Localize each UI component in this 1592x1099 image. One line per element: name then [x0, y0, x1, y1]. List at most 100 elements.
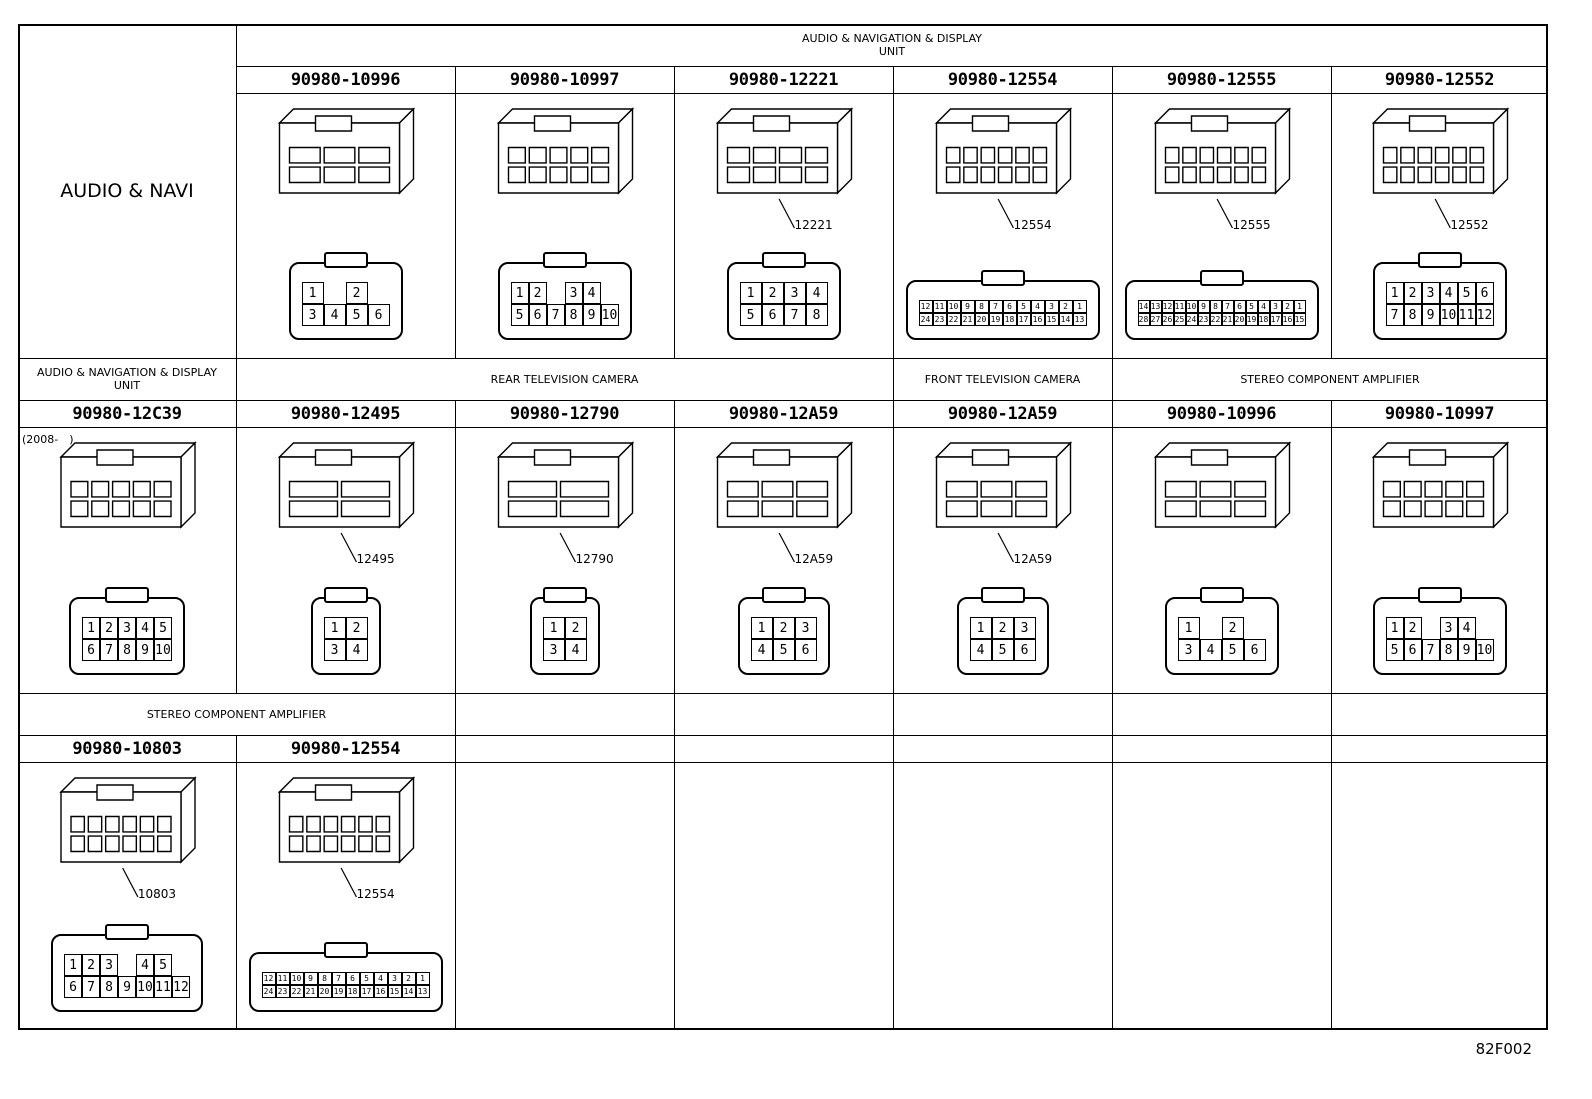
- cavity: [1015, 500, 1048, 518]
- pin: 10: [289, 972, 304, 985]
- ref-label: 12790: [575, 552, 614, 566]
- group-header: [1331, 693, 1548, 735]
- cavity: [591, 146, 610, 164]
- cavity: [1182, 146, 1197, 164]
- cavity: [358, 166, 391, 184]
- pin: 3: [301, 304, 324, 326]
- connector-drawing: [277, 776, 416, 898]
- pinout-latch: [761, 252, 806, 268]
- cavity: [980, 480, 1013, 498]
- cavity: [288, 835, 304, 853]
- cavity: [288, 815, 304, 833]
- cavity: [726, 166, 751, 184]
- ref-pointer: [997, 532, 1014, 563]
- cavity: [288, 146, 321, 164]
- pin: 15: [387, 985, 402, 998]
- pinout-latch: [323, 942, 368, 958]
- connector-drawing: [1153, 441, 1292, 529]
- cavity: [1452, 146, 1467, 164]
- pin: 4: [136, 954, 154, 976]
- pin: 11: [275, 972, 290, 985]
- pin: 4: [1457, 617, 1476, 639]
- part-number: [1112, 735, 1331, 762]
- pin: 1: [415, 972, 430, 985]
- pin: 18: [345, 985, 360, 998]
- cavity: [778, 146, 803, 164]
- part-number: 90980-12C39: [72, 403, 182, 424]
- col-divider: [674, 735, 675, 1030]
- pin: 3: [100, 954, 118, 976]
- cavity: [752, 166, 777, 184]
- cavity: [87, 835, 103, 853]
- cavity: [1434, 146, 1450, 164]
- pinout-latch: [542, 587, 587, 603]
- cavity: [323, 146, 356, 164]
- cavity: [1417, 166, 1433, 184]
- cavity: [156, 835, 172, 853]
- latch: [1408, 115, 1447, 132]
- cavity: [549, 146, 568, 164]
- pin: 8: [1209, 300, 1222, 313]
- pin: 7: [1421, 639, 1440, 661]
- pin: 28: [1137, 313, 1150, 326]
- col-divider: [893, 66, 894, 358]
- group-header: AUDIO & NAVIGATION & DISPLAY UNIT: [801, 32, 983, 58]
- pin: 10: [136, 976, 154, 998]
- cavity: [1382, 146, 1398, 164]
- cavity: [570, 146, 589, 164]
- cavity: [804, 146, 829, 164]
- pin: 3: [1439, 617, 1458, 639]
- pin: 10: [1475, 639, 1494, 661]
- col-divider: [1112, 66, 1113, 358]
- housing-side: [1055, 107, 1072, 195]
- col-divider: [1112, 400, 1113, 693]
- latch: [1190, 449, 1229, 466]
- pin: 12: [261, 972, 276, 985]
- row-divider: [18, 762, 1548, 763]
- pin: 2: [401, 972, 416, 985]
- col-divider: [674, 400, 675, 693]
- row-divider: [18, 693, 1548, 694]
- pin: 22: [946, 313, 961, 326]
- col-divider: [1331, 735, 1332, 1030]
- group-header: STEREO COMPONENT AMPLIFIER: [1240, 372, 1420, 386]
- cavity: [1403, 480, 1422, 498]
- ref-pointer: [340, 867, 357, 898]
- pin: 8: [1439, 639, 1458, 661]
- cavity: [997, 146, 1013, 164]
- cavity: [1445, 480, 1464, 498]
- pin: 12: [1475, 304, 1494, 326]
- pin: 5: [359, 972, 374, 985]
- pin: 16: [1030, 313, 1045, 326]
- pin: 3: [1044, 300, 1059, 313]
- cavity: [139, 835, 155, 853]
- ref-label: 12495: [356, 552, 395, 566]
- pin: 21: [960, 313, 975, 326]
- cavity: [570, 166, 589, 184]
- cavity: [1469, 146, 1485, 164]
- cavity: [980, 146, 996, 164]
- group-header: STEREO COMPONENT AMPLIFIER: [146, 707, 327, 721]
- pin: 24: [918, 313, 933, 326]
- pin: 8: [317, 972, 332, 985]
- col-divider: [893, 735, 894, 1030]
- pin: 1: [1385, 617, 1404, 639]
- ref-pointer: [778, 532, 795, 563]
- pin: 24: [261, 985, 276, 998]
- pin: 25: [1173, 313, 1186, 326]
- pin: 7: [82, 976, 100, 998]
- pin: 15: [1293, 313, 1306, 326]
- cavity: [1251, 166, 1267, 184]
- col-divider: [1112, 358, 1113, 400]
- cavity: [507, 480, 558, 498]
- housing-side: [1492, 107, 1509, 195]
- pin: 14: [401, 985, 416, 998]
- pin: 5: [1245, 300, 1258, 313]
- pin: 8: [1403, 304, 1422, 326]
- pin: 9: [136, 639, 154, 661]
- cavity: [70, 815, 86, 833]
- pin: 10: [600, 304, 619, 326]
